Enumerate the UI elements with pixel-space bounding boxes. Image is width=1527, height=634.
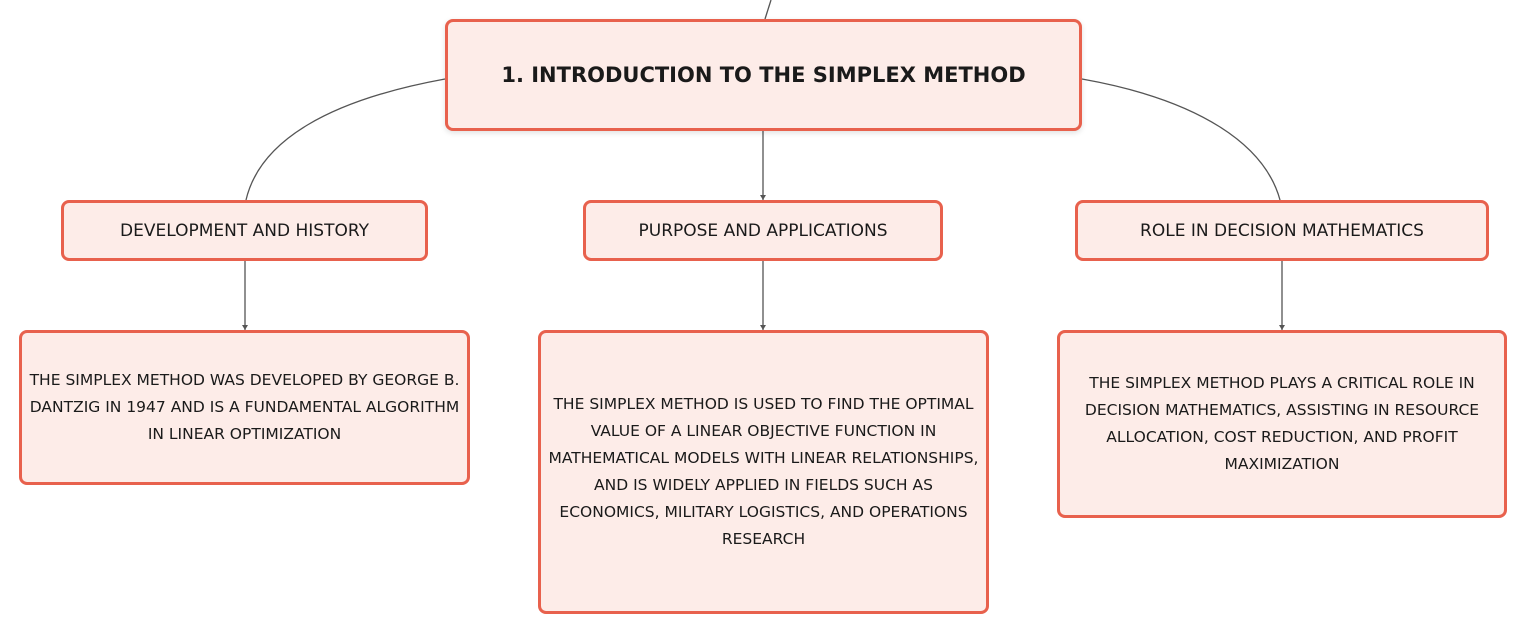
arrowhead-history-detail xyxy=(242,325,248,330)
connector-root-to-history xyxy=(245,78,446,201)
arrowhead-purpose xyxy=(760,195,766,200)
topic-node-label: DEVELOPMENT AND HISTORY xyxy=(120,220,369,241)
detail-node-text: THE SIMPLEX METHOD IS USED TO FIND THE O… xyxy=(548,395,979,548)
detail-node-purpose-applications[interactable]: THE SIMPLEX METHOD IS USED TO FIND THE O… xyxy=(538,330,989,614)
detail-node-development-history[interactable]: THE SIMPLEX METHOD WAS DEVELOPED BY GEOR… xyxy=(19,330,470,485)
topic-node-role-decision-math[interactable]: ROLE IN DECISION MATHEMATICS xyxy=(1075,200,1489,261)
topic-node-development-history[interactable]: DEVELOPMENT AND HISTORY xyxy=(61,200,428,261)
topic-node-label: PURPOSE AND APPLICATIONS xyxy=(638,220,888,241)
root-node[interactable]: 1. INTRODUCTION TO THE SIMPLEX METHOD xyxy=(445,19,1082,131)
connector-from-parent xyxy=(764,0,772,20)
detail-node-text: THE SIMPLEX METHOD PLAYS A CRITICAL ROLE… xyxy=(1084,374,1480,473)
topic-node-purpose-applications[interactable]: PURPOSE AND APPLICATIONS xyxy=(583,200,943,261)
arrowhead-purpose-detail xyxy=(760,325,766,330)
root-node-label: 1. INTRODUCTION TO THE SIMPLEX METHOD xyxy=(501,63,1026,87)
detail-node-text: THE SIMPLEX METHOD WAS DEVELOPED BY GEOR… xyxy=(29,371,460,443)
topic-node-label: ROLE IN DECISION MATHEMATICS xyxy=(1140,220,1424,241)
arrowhead-role-detail xyxy=(1279,325,1285,330)
detail-node-role-decision-math[interactable]: THE SIMPLEX METHOD PLAYS A CRITICAL ROLE… xyxy=(1057,330,1507,518)
connector-root-to-role xyxy=(1081,78,1281,201)
